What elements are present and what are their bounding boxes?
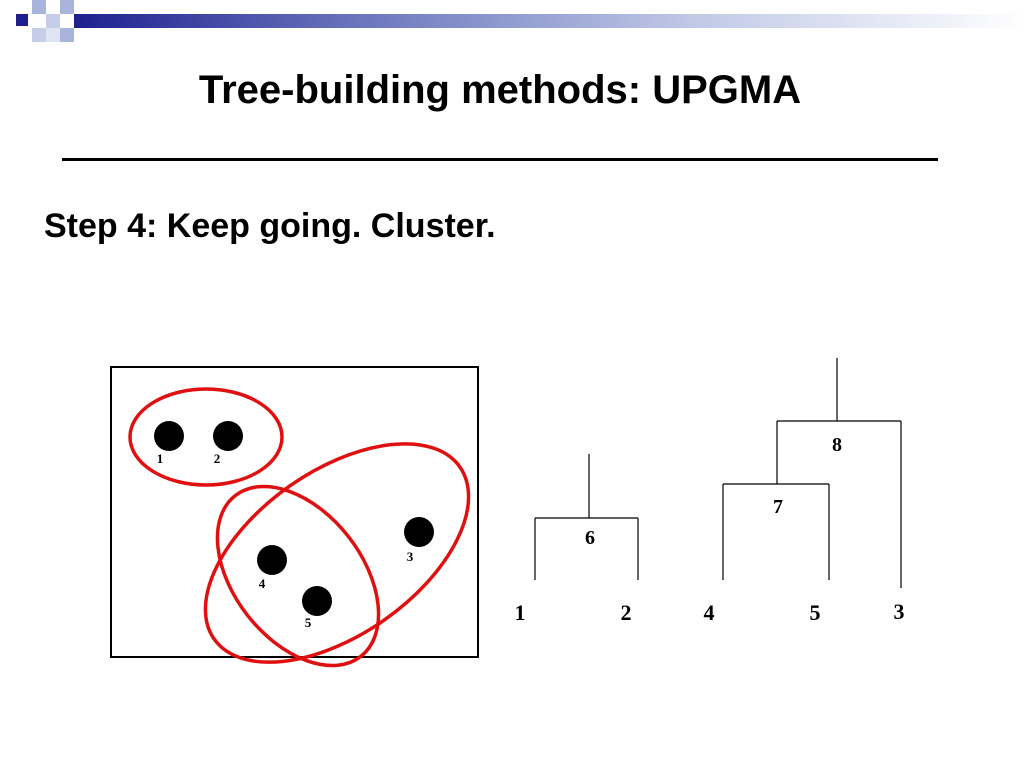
tree-node-label-8: 8	[832, 434, 842, 456]
tree-left	[534, 454, 639, 580]
point-label-1: 1	[157, 451, 164, 466]
tree-node-label-7: 7	[773, 496, 783, 518]
point-1	[154, 421, 184, 451]
corner-decoration	[0, 0, 1024, 50]
tree-leaf-label-2: 2	[621, 600, 632, 625]
point-label-5: 5	[305, 615, 312, 630]
point-5	[302, 586, 332, 616]
tree-leaf-label-5: 5	[810, 600, 821, 625]
tree-right	[722, 358, 902, 588]
tree-node-label-6: 6	[585, 527, 595, 549]
cluster-outline-3-4-5	[203, 442, 471, 664]
tree-leaf-label-1: 1	[515, 600, 526, 625]
slide-subtitle: Step 4: Keep going. Cluster.	[44, 207, 496, 245]
point-label-3: 3	[407, 549, 414, 564]
title-divider	[62, 158, 938, 161]
slide-title: Tree-building methods: UPGMA	[198, 68, 802, 112]
tree-leaf-label-3: 3	[894, 599, 905, 624]
point-2	[213, 421, 243, 451]
scatter-box	[110, 366, 479, 658]
point-label-2: 2	[214, 451, 221, 466]
point-4	[257, 545, 287, 575]
tree-leaf-label-4: 4	[704, 600, 715, 625]
cluster-outline-4-5	[215, 484, 381, 668]
point-3	[404, 517, 434, 547]
cluster-outline-1-2	[128, 387, 284, 487]
point-label-4: 4	[259, 576, 266, 591]
